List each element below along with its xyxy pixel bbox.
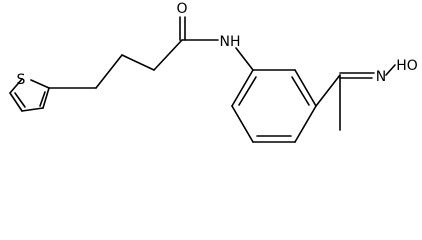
bond-c3-c4 [21,107,44,112]
oxime-hydroxyl-label: HO [396,58,418,74]
bond-b5-b6 [231,105,254,143]
carbonyl-oxygen-label: O [176,1,187,17]
oxime-nitrogen-label: N [376,69,386,85]
bond-b2-b3 [294,69,317,107]
bond-c2-c3 [42,87,50,109]
thiophene-ring: S [9,72,50,112]
oxime-group: N HO [315,58,418,131]
structure-canvas: S O NH [9,1,418,143]
sulfur-label: S [17,72,26,88]
bond-c4-c5-inner [14,92,26,108]
alkyl-chain [48,39,183,89]
amide-nitrogen-label: NH [220,34,241,50]
bond-c4-c5 [9,92,23,112]
bond-c1-c2 [95,54,123,89]
bond-b6-b1-inner [238,76,257,106]
bond-s-c2 [30,79,50,89]
bond-n-ring [235,47,254,71]
bond-b2-b3-inner [291,76,310,106]
bond-c2-c3 [121,54,155,71]
bond-c2-c3-inner [39,91,46,107]
amide-group: O NH [176,1,254,71]
bond-b3-b4 [294,105,317,143]
bond-c5-s [9,78,23,94]
bond-ring-c [315,74,341,107]
bond-n-o [385,64,396,76]
benzene-ring [231,69,317,143]
chemical-structure: S O NH [9,1,418,143]
bond-b6-b1 [231,69,254,107]
bond-c3-carbonyl [153,39,183,71]
